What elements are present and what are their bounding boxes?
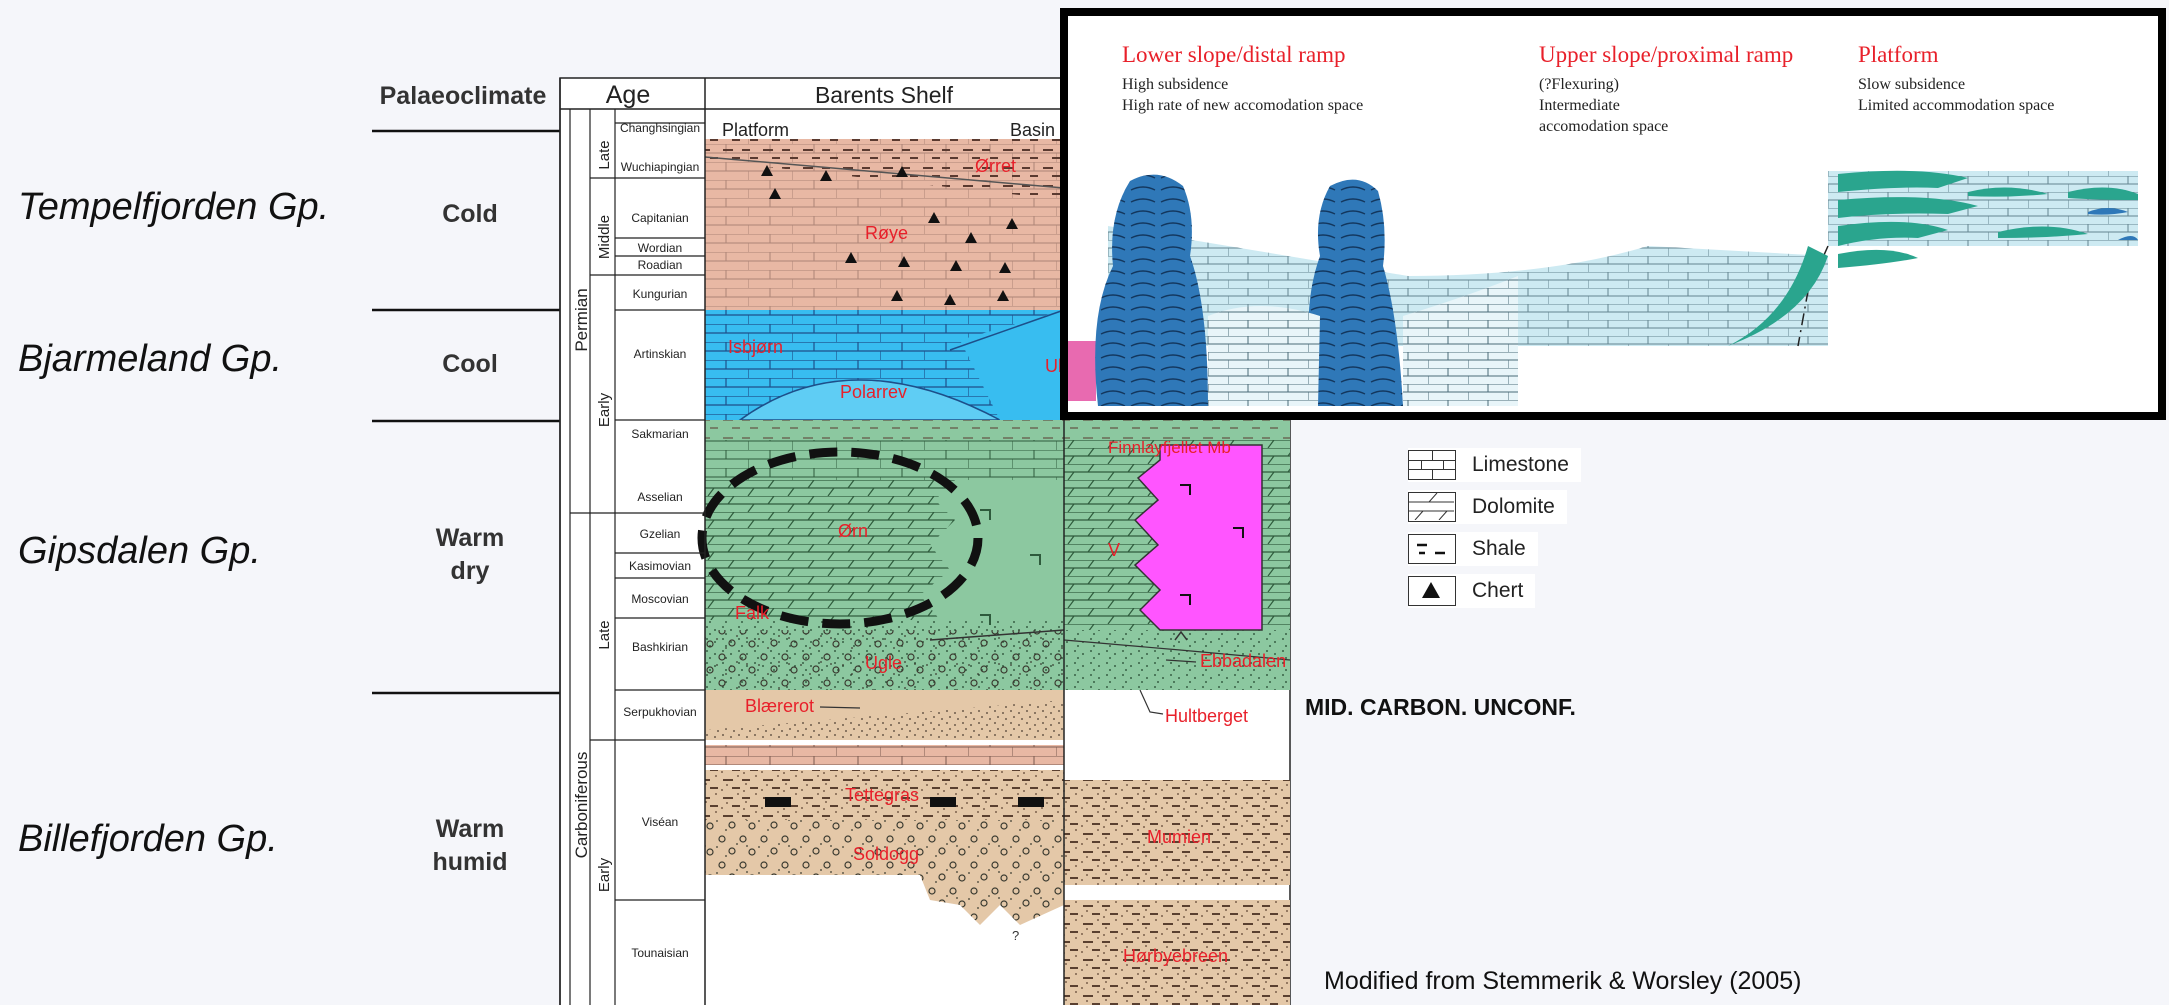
formation-label: Ebbadalen	[1200, 651, 1286, 671]
stage-label: Capitanian	[631, 211, 688, 225]
stage-label: Roadian	[638, 258, 683, 272]
legend-item: Dolomite	[1408, 490, 1567, 524]
zone-title: Upper slope/proximal ramp	[1539, 42, 1794, 67]
stage-label: Serpukhovian	[623, 705, 696, 719]
epoch-early-carboniferous: Early	[596, 857, 613, 892]
stage-label: Wordian	[638, 241, 682, 255]
epoch-middle-permian: Middle	[596, 215, 613, 259]
stage-label: Wuchiapingian	[621, 160, 700, 174]
formation-label: Finnlayfjellet Mb	[1108, 438, 1231, 457]
chert-icon	[1408, 576, 1456, 606]
formation-label: Isbjørn	[728, 337, 783, 357]
stage-label: Artinskian	[634, 347, 687, 361]
stage-label: Kungurian	[633, 287, 688, 301]
source-note: Modified from Stemmerik & Worsley (2005)	[1324, 967, 1802, 995]
legend-item: Chert	[1408, 574, 1536, 608]
barents-shelf-header: Barents Shelf	[815, 82, 954, 108]
stage-label: Kasimovian	[629, 559, 691, 573]
group-label-tempelfjorden: Tempelfjorden Gp.	[18, 186, 330, 228]
formation-label: Tettegras	[845, 785, 919, 805]
stage-label: Tounaisian	[631, 946, 688, 960]
dolomite-icon	[1408, 492, 1456, 522]
stage-label: Changhsingian	[620, 121, 700, 135]
stage-label: Asselian	[637, 490, 682, 504]
formation-label: Røye	[865, 223, 908, 243]
group-label-gipsdalen: Gipsdalen Gp.	[18, 530, 261, 572]
formation-label: Hultberget	[1165, 706, 1248, 726]
stage-label: Bashkirian	[632, 640, 688, 654]
stage-label: Moscovian	[631, 592, 688, 606]
climate-cold: Cold	[442, 200, 498, 228]
formation-label: Polarrev	[840, 382, 907, 402]
formation-label: Mumien	[1147, 827, 1211, 847]
group-label-bjarmeland: Bjarmeland Gp.	[18, 338, 283, 380]
palaeoclimate-header: Palaeoclimate	[380, 82, 547, 110]
ramp-model-inset: Lower slope/distal ramp High subsidence …	[1060, 8, 2166, 420]
legend-item: Shale	[1408, 532, 1538, 566]
zone-text: (?Flexuring) Intermediate accomodation s…	[1539, 76, 1669, 135]
zone-text: Slow subsidence Limited accommodation sp…	[1858, 76, 2055, 114]
formation-label: Ørret	[975, 156, 1016, 176]
ramp-model-figure	[1068, 170, 2138, 406]
age-header: Age	[606, 81, 650, 109]
group-label-billefjorden: Billefjorden Gp.	[18, 818, 278, 860]
period-permian: Permian	[572, 288, 591, 351]
basin-header: Basin	[1010, 120, 1055, 140]
legend-item: Limestone	[1408, 448, 1581, 482]
epoch-early-permian: Early	[596, 392, 613, 427]
zone-text: High subsidence High rate of new accomod…	[1122, 76, 1364, 114]
formation-label: Blærerot	[745, 696, 814, 716]
formation-label: Ørn	[838, 521, 868, 541]
climate-cool: Cool	[442, 350, 498, 378]
zone-title: Platform	[1858, 42, 1939, 67]
stage-label: Sakmarian	[631, 427, 688, 441]
formation-label: Hørbyebreen	[1123, 946, 1228, 966]
epoch-late-carboniferous: Late	[596, 620, 613, 649]
epoch-late-permian: Late	[596, 140, 613, 169]
shale-icon	[1408, 534, 1456, 564]
platform-header: Platform	[722, 120, 789, 140]
period-carboniferous: Carboniferous	[572, 752, 591, 859]
limestone-icon	[1408, 450, 1456, 480]
stage-label: Gzelian	[640, 527, 681, 541]
stage-label: Viséan	[642, 815, 678, 829]
unconformity-label: MID. CARBON. UNCONF.	[1305, 694, 1576, 720]
formation-label: Ugle	[865, 653, 902, 673]
formation-question: ?	[1012, 928, 1019, 943]
formation-label: Soldogg	[853, 844, 919, 864]
formation-label: V	[1108, 540, 1120, 560]
zone-title: Lower slope/distal ramp	[1122, 42, 1346, 67]
formation-label: Falk	[735, 603, 770, 623]
